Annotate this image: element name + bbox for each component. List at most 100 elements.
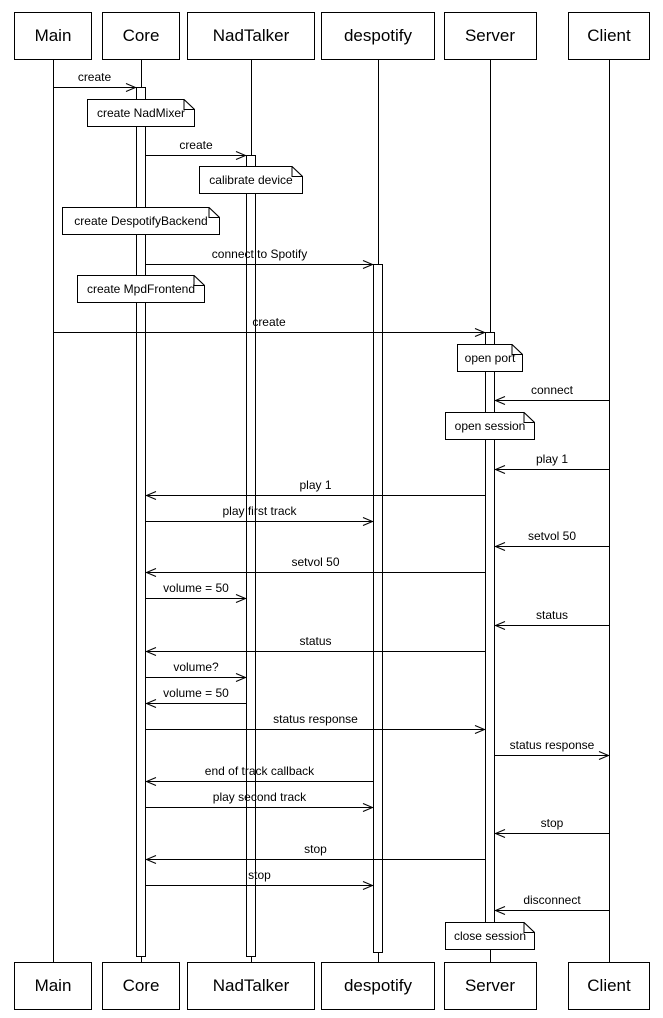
- arrowhead-icon: [125, 83, 137, 92]
- note-shape: [457, 344, 523, 372]
- message-arrow-right: [146, 673, 247, 682]
- arrowhead-icon: [494, 542, 506, 551]
- message-label: status: [299, 634, 332, 648]
- actor-box-client-top: Client: [568, 12, 650, 60]
- note-text: close session: [453, 929, 527, 943]
- note-fold-icon: [193, 275, 205, 286]
- arrowhead-icon: [474, 328, 486, 337]
- message: connect: [494, 381, 609, 406]
- message: volume?: [146, 658, 247, 683]
- note-shape: [87, 99, 195, 127]
- note-text: open port: [464, 351, 516, 365]
- message: setvol 50: [494, 527, 609, 552]
- message-arrow-right: [146, 517, 374, 526]
- message-label: volume = 50: [163, 686, 229, 700]
- note-shape: [445, 412, 535, 440]
- arrowhead-icon: [145, 568, 157, 577]
- message-label: volume?: [173, 660, 219, 674]
- arrowhead-icon: [494, 621, 506, 630]
- note-shape: [77, 275, 205, 303]
- arrowhead-icon: [235, 151, 247, 160]
- message-arrow-left: [145, 491, 485, 500]
- note-text: calibrate device: [209, 173, 293, 187]
- message: create: [146, 136, 247, 161]
- message-arrow-right: [146, 151, 247, 160]
- message-label: stop: [248, 868, 271, 882]
- message-label: create: [252, 315, 286, 329]
- actor-box-core-top: Core: [102, 12, 180, 60]
- message-label: status: [535, 608, 568, 622]
- message: create: [53, 313, 486, 338]
- message: setvol 50: [145, 553, 485, 578]
- message-arrow-right: [495, 751, 610, 760]
- message: play first track: [146, 502, 374, 527]
- note-text: create DespotifyBackend: [74, 214, 208, 228]
- message: play second track: [146, 788, 374, 813]
- message-arrow-right: [53, 83, 137, 92]
- note-shape: [445, 922, 535, 950]
- message-arrow-left: [494, 829, 609, 838]
- message-arrow-left: [145, 647, 485, 656]
- message-label: status response: [273, 712, 358, 726]
- note-fold-icon: [523, 922, 535, 933]
- actor-box-nadtalker-top: NadTalker: [187, 12, 315, 60]
- arrowhead-icon: [362, 260, 374, 269]
- arrowhead-icon: [362, 517, 374, 526]
- message-label: play second track: [212, 790, 307, 804]
- message: end of track callback: [145, 762, 373, 787]
- arrowhead-icon: [494, 829, 506, 838]
- activation-bar-core: [136, 87, 146, 957]
- message: stop: [145, 840, 485, 865]
- activation-bar-nadtalker: [246, 155, 256, 957]
- note-text: create MpdFrontend: [86, 282, 196, 296]
- message-arrow-right: [146, 881, 374, 890]
- note-shape: [62, 207, 220, 235]
- actor-box-server-top: Server: [443, 12, 537, 60]
- message-label: volume = 50: [163, 581, 229, 595]
- note: open session: [445, 412, 535, 440]
- message-arrow-right: [146, 725, 486, 734]
- message: create: [53, 68, 137, 93]
- note: open port: [457, 344, 523, 372]
- message-arrow-right: [146, 260, 374, 269]
- message-arrow-left: [145, 699, 246, 708]
- message-label: stop: [540, 816, 564, 830]
- arrowhead-icon: [145, 777, 157, 786]
- message-label: status response: [509, 738, 595, 752]
- message-arrow-left: [494, 621, 609, 630]
- arrowhead-icon: [494, 465, 506, 474]
- actor-box-server-bottom: Server: [443, 962, 537, 1010]
- arrowhead-icon: [494, 396, 506, 405]
- arrowhead-icon: [145, 855, 157, 864]
- lifeline-client: [608, 60, 610, 962]
- message: status: [145, 632, 485, 657]
- arrowhead-icon: [145, 647, 157, 656]
- message: play 1: [494, 450, 609, 475]
- message-label: end of track callback: [204, 764, 315, 778]
- actor-box-main-top: Main: [14, 12, 92, 60]
- arrowhead-icon: [145, 491, 157, 500]
- message: play 1: [145, 476, 485, 501]
- arrowhead-icon: [235, 673, 247, 682]
- message: connect to Spotify: [146, 245, 374, 270]
- message-label: create: [179, 138, 213, 152]
- message-arrow-left: [145, 568, 485, 577]
- message: status: [494, 606, 609, 631]
- message-arrow-right: [146, 594, 247, 603]
- note-fold-icon: [291, 166, 303, 177]
- message-label: play first track: [222, 504, 297, 518]
- message: status response: [495, 736, 610, 761]
- note-fold-icon: [208, 207, 220, 218]
- message-label: disconnect: [523, 893, 581, 907]
- activation-bar-despotify: [373, 264, 383, 953]
- message: volume = 50: [145, 684, 246, 709]
- message-label: stop: [304, 842, 327, 856]
- actor-box-core-bottom: Core: [102, 962, 180, 1010]
- message-label: connect: [530, 383, 574, 397]
- message: status response: [146, 710, 486, 735]
- message: disconnect: [494, 891, 609, 916]
- message-label: setvol 50: [291, 555, 340, 569]
- actor-box-nadtalker-bottom: NadTalker: [187, 962, 315, 1010]
- actor-box-main-bottom: Main: [14, 962, 92, 1010]
- arrowhead-icon: [362, 803, 374, 812]
